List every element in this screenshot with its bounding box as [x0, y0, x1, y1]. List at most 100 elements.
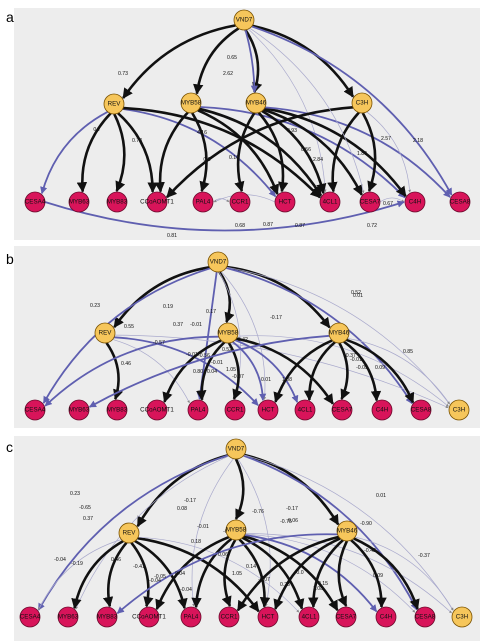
node-rev[interactable]: REV	[103, 93, 125, 115]
edge-weight-label: 0.56	[301, 147, 311, 153]
edge-myb58-to-pal4	[191, 112, 210, 193]
node-label: PAL4	[196, 199, 211, 206]
node-myb58[interactable]: MYB58	[217, 322, 239, 344]
edge-vnd7-to-cesa8	[243, 454, 418, 611]
target-node-circle	[68, 191, 90, 213]
node-ccr1[interactable]: CCR1	[218, 606, 240, 628]
edge-myb46-to-c4h	[264, 107, 407, 198]
node-c3h[interactable]: C3H	[448, 399, 470, 421]
node-myb58[interactable]: MYB58	[225, 519, 247, 541]
node-label: CCoAOMT1	[140, 407, 174, 414]
edge-myb46-to-4cl1	[308, 539, 344, 608]
edge-weight-label: 0.46	[111, 557, 121, 563]
node-c4h[interactable]: C4H	[404, 191, 426, 213]
edge-c3h-to-ccoaomt1	[165, 106, 354, 199]
node-cesa7[interactable]: CESA7	[359, 191, 381, 213]
node-ccr1[interactable]: CCR1	[229, 191, 251, 213]
edge-weight-label: -0.42	[236, 337, 248, 343]
node-ccr1[interactable]: CCR1	[224, 399, 246, 421]
regulator-node-circle	[217, 322, 239, 344]
node-label: 4CL1	[302, 614, 317, 621]
edge-weight-label: 0.87	[295, 223, 305, 229]
target-node-circle	[410, 399, 432, 421]
node-label: 4CL1	[298, 407, 313, 414]
node-myb83[interactable]: MYB83	[106, 399, 128, 421]
edge-weight-label: 0.52	[351, 290, 361, 296]
node-c4h[interactable]: C4H	[375, 606, 397, 628]
edge-vnd7-to-myb58	[193, 27, 240, 95]
node-c3h[interactable]: C3H	[451, 606, 473, 628]
node-4cl1[interactable]: 4CL1	[298, 606, 320, 628]
edge-weight-label: 0.8	[203, 157, 210, 163]
node-label: CESA7	[336, 614, 357, 621]
node-ccoaomt1[interactable]: CCoAOMT1	[132, 606, 166, 628]
node-pal4[interactable]: PAL4	[192, 191, 214, 213]
node-myb63[interactable]: MYB63	[68, 399, 90, 421]
node-hct[interactable]: HCT	[257, 399, 279, 421]
node-label: C4H	[376, 407, 388, 414]
node-cesa7[interactable]: CESA7	[335, 606, 357, 628]
edge-weight-label: 1.08	[313, 586, 323, 592]
node-4cl1[interactable]: 4CL1	[319, 191, 341, 213]
edge-weight-label: -0.05	[154, 574, 166, 580]
node-hct[interactable]: HCT	[257, 606, 279, 628]
node-myb83[interactable]: MYB83	[96, 606, 118, 628]
node-rev[interactable]: REV	[118, 522, 140, 544]
edge-vnd7-to-myb58	[218, 271, 235, 324]
node-c3h[interactable]: C3H	[351, 92, 373, 114]
regulator-node-circle	[336, 520, 358, 542]
edge-c3h-to-c4h	[366, 111, 412, 193]
node-label: REV	[108, 101, 122, 108]
node-pal4[interactable]: PAL4	[180, 606, 202, 628]
node-4cl1[interactable]: 4CL1	[294, 399, 316, 421]
edge-weight-label: -0.17	[184, 498, 196, 504]
node-label: CESA8	[450, 199, 471, 206]
node-cesa4[interactable]: CESA4	[19, 606, 41, 628]
edge-weight-label: 0.37	[83, 516, 93, 522]
node-cesa8[interactable]: CESA8	[410, 399, 432, 421]
edge-myb46-to-c4h	[343, 340, 382, 402]
regulator-node-circle	[225, 438, 247, 460]
node-cesa4[interactable]: CESA4	[24, 191, 46, 213]
node-rev[interactable]: REV	[94, 322, 116, 344]
node-label: MYB58	[218, 330, 239, 337]
node-myb46[interactable]: MYB46	[245, 92, 267, 114]
edge-weight-label: 0.65	[227, 55, 237, 61]
node-myb83[interactable]: MYB83	[106, 191, 128, 213]
node-cesa8[interactable]: CESA8	[449, 191, 471, 213]
node-myb63[interactable]: MYB63	[57, 606, 79, 628]
edge-vnd7-to-c3h	[251, 24, 355, 98]
regulator-node-circle	[245, 92, 267, 114]
node-myb58[interactable]: MYB58	[180, 92, 202, 114]
target-node-circle	[257, 606, 279, 628]
edge-weight-label: 0.37	[173, 322, 183, 328]
node-cesa8[interactable]: CESA8	[414, 606, 436, 628]
node-myb46[interactable]: MYB46	[328, 322, 350, 344]
edge-weight-label: 0.93	[287, 128, 297, 134]
node-vnd7[interactable]: VND7	[225, 438, 247, 460]
edge-vnd7-to-cesa7	[249, 27, 365, 194]
edge-weight-label: 1.05	[232, 571, 242, 577]
node-label: 4CL1	[323, 199, 338, 206]
panel-background	[14, 246, 480, 428]
edge-weight-label: 0.28	[280, 582, 290, 588]
node-cesa4[interactable]: CESA4	[24, 399, 46, 421]
edge-weight-label: 2.84	[313, 157, 323, 163]
edge-myb58-to-hct	[232, 341, 267, 401]
node-ccoaomt1[interactable]: CCoAOMT1	[140, 191, 174, 213]
node-vnd7[interactable]: VND7	[207, 251, 229, 273]
node-cesa7[interactable]: CESA7	[331, 399, 353, 421]
node-pal4[interactable]: PAL4	[187, 399, 209, 421]
node-ccoaomt1[interactable]: CCoAOMT1	[140, 399, 174, 421]
edge-vnd7-to-4cl1	[248, 28, 327, 193]
node-hct[interactable]: HCT	[274, 191, 296, 213]
node-myb46[interactable]: MYB46	[336, 520, 358, 542]
edge-myb46-to-4cl1	[261, 109, 327, 195]
node-label: C4H	[380, 614, 392, 621]
regulator-node-circle	[118, 522, 140, 544]
node-c4h[interactable]: C4H	[371, 399, 393, 421]
node-myb63[interactable]: MYB63	[68, 191, 90, 213]
node-vnd7[interactable]: VND7	[233, 9, 255, 31]
